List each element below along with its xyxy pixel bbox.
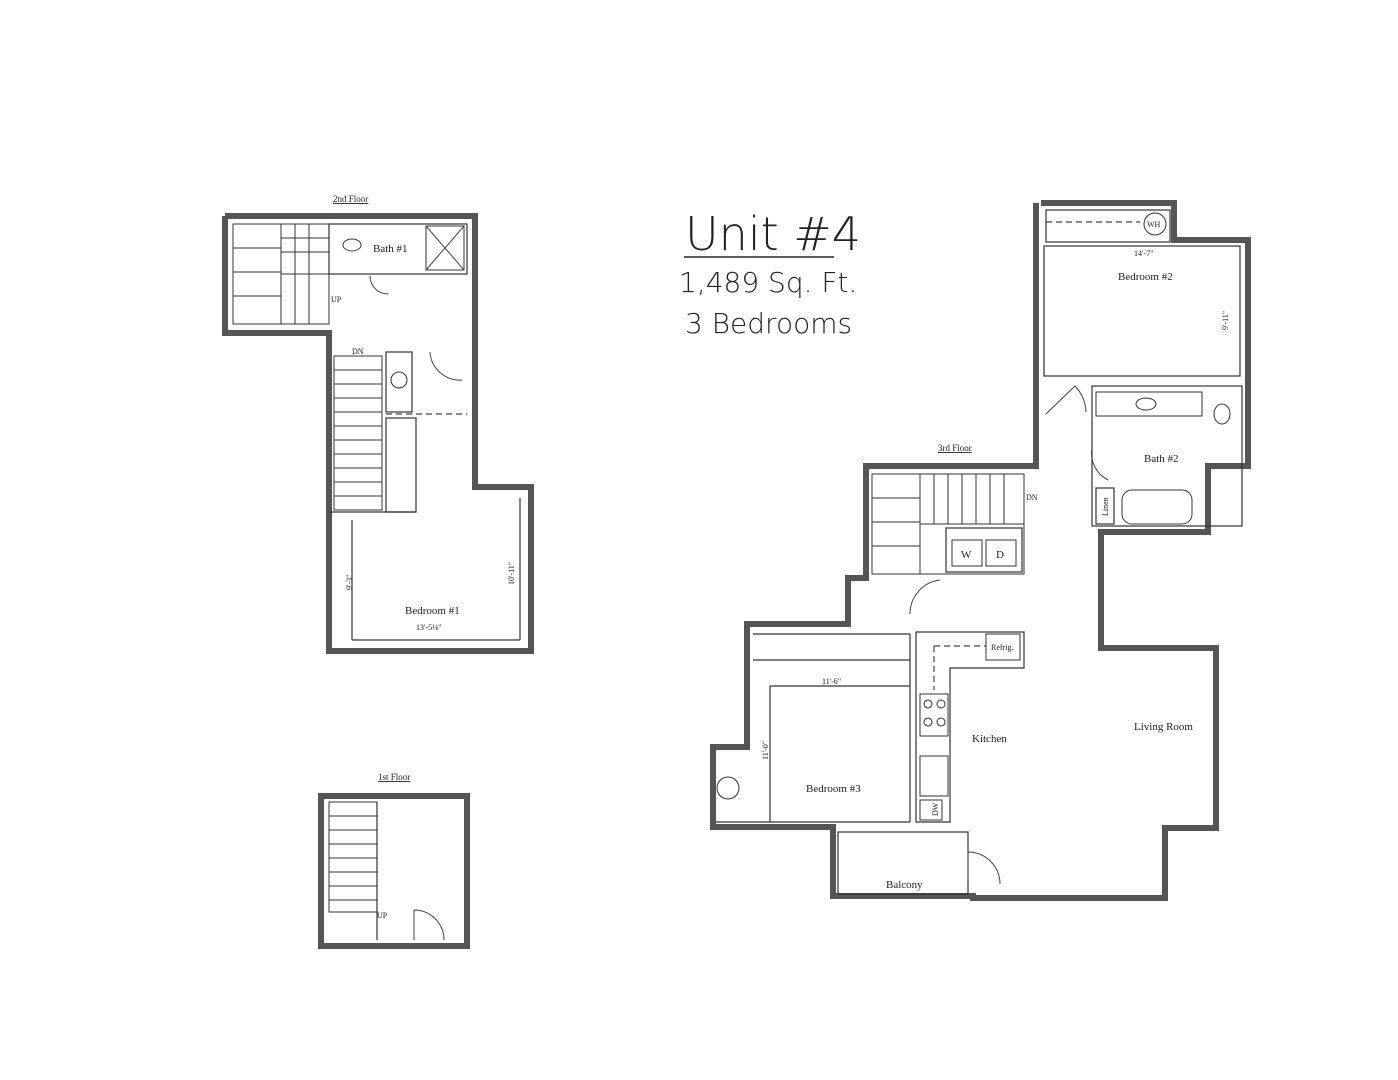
dishwasher-icon [919, 799, 943, 821]
bedroom3-sink-icon [716, 776, 740, 800]
bath1-toilet-icon [342, 238, 362, 252]
bedroom2-door-swing [1045, 385, 1087, 415]
stair-dn-label: DN [352, 347, 364, 356]
bath2-toilet-icon [1213, 403, 1231, 425]
bedroom1-label: Bedroom #1 [405, 605, 460, 617]
closet-walls [385, 417, 417, 513]
wh-closet-walls [1045, 209, 1171, 243]
balcony-door-swing [967, 851, 1001, 885]
bedroom1-depth-dim: 9'-3" [345, 575, 354, 590]
living-room-label: Living Room [1134, 721, 1193, 733]
dryer-icon [985, 539, 1017, 567]
refrigerator-label: Refrig. [991, 643, 1013, 652]
kitchen-counter [915, 631, 1025, 823]
bath2-label: Bath #2 [1144, 453, 1179, 465]
sink-icon [390, 371, 408, 389]
laundry-door-swing [909, 579, 941, 615]
bedroom2-width-dim: 14'-7" [1134, 249, 1153, 258]
bath1-walls [328, 223, 468, 275]
bedroom3-label: Bedroom #3 [806, 783, 861, 795]
refrigerator-icon [985, 633, 1021, 661]
second-floor-lower-stairs [333, 355, 383, 511]
bedroom2-walls [1043, 245, 1241, 377]
unit-bedrooms: 3 Bedrooms [685, 307, 852, 340]
bedroom2-label: Bedroom #2 [1118, 271, 1173, 283]
dryer-label: D [996, 549, 1004, 561]
bathtub-icon [1121, 489, 1193, 525]
washer-icon [951, 539, 983, 567]
third-floor-stairs [871, 473, 1025, 575]
bedroom1-width-dim: 13'-5⅛" [416, 623, 441, 632]
water-heater-icon [1143, 212, 1167, 236]
balcony-label: Balcony [886, 879, 923, 891]
second-floor-outer-wall [222, 213, 534, 654]
stair-up-label: UP [331, 295, 342, 304]
first-floor-stair-up-label: UP [377, 911, 388, 920]
unit-title-block: Unit #4 1,489 Sq. Ft. 3 Bedrooms [679, 207, 861, 340]
second-floor-label: 2nd Floor [333, 194, 368, 204]
first-floor-outer-wall [318, 793, 470, 949]
laundry-walls [945, 527, 1023, 573]
kitchen-sink-icon [919, 755, 949, 797]
bedroom3-width-dim: 11'-6" [822, 677, 841, 686]
first-floor-plan: 1st Floor UP [318, 772, 470, 949]
bath1-door-swing [369, 275, 389, 295]
unit-title: Unit #4 [685, 207, 861, 261]
third-floor-label: 3rd Floor [938, 443, 972, 453]
entry-door-swing [413, 909, 445, 941]
kitchen-label: Kitchen [972, 733, 1007, 745]
linen-label: Linen [1101, 497, 1110, 516]
range-icon [919, 693, 949, 737]
third-floor-outer-wall [710, 200, 1251, 901]
linen-closet [1095, 487, 1115, 525]
second-floor-upper-stairs [232, 223, 330, 325]
bath2-door-swing [1091, 447, 1109, 481]
water-heater-label: WH [1147, 220, 1161, 229]
second-floor-plan: 2nd Floor Bath #1 UP [222, 194, 534, 654]
hall-door-swing [429, 351, 463, 381]
bedroom2-depth-dim: 9'-11" [1221, 311, 1230, 330]
third-floor-plan: 3rd Floor WH Bedroom #2 14'-7" 9'-11" Ba… [710, 200, 1251, 901]
bedroom3-depth-dim: 11'-0" [761, 741, 770, 760]
dishwasher-label: DW [931, 802, 940, 816]
bath1-label: Bath #1 [373, 243, 408, 255]
bath2-sink-icon [1135, 397, 1157, 411]
washer-label: W [961, 549, 972, 561]
first-floor-stairs [328, 801, 378, 913]
third-floor-stair-dn-label: DN [1026, 493, 1038, 502]
first-floor-label: 1st Floor [378, 772, 410, 782]
vanity-walls [385, 351, 413, 413]
bedroom1-side-dim: 10'-11" [507, 562, 516, 585]
unit-area: 1,489 Sq. Ft. [679, 266, 857, 299]
